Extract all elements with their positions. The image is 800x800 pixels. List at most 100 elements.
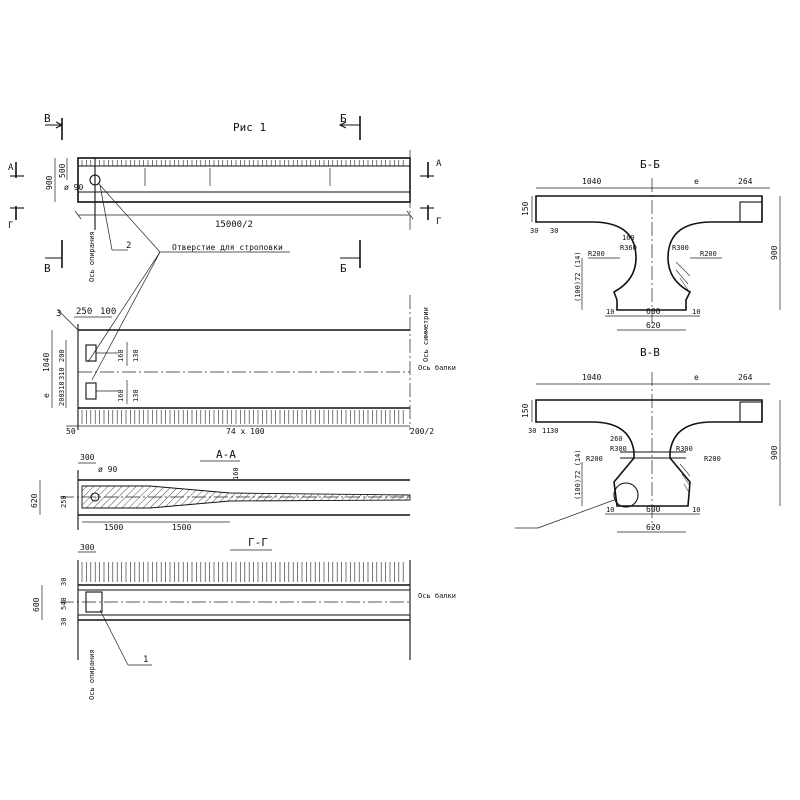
dim-e-bb: е xyxy=(694,177,699,186)
lifting-hole-note: Отверстие для строповки xyxy=(172,243,283,252)
flange-tip-bb xyxy=(739,201,763,223)
r300a-vv: R300 xyxy=(610,445,627,453)
dim-600-gg: 600 xyxy=(32,597,41,612)
dim-30a-gg: 30 xyxy=(60,578,68,586)
cut-mark-g-left: Г xyxy=(8,206,24,231)
dim-stack-bb: (100)72 (14) xyxy=(574,251,582,302)
lifting-hole-aa xyxy=(90,492,100,502)
r200b-bb: R200 xyxy=(700,250,717,258)
cut-mark-g-right: Г xyxy=(420,205,441,227)
dim-10a-bb: 10 xyxy=(606,308,614,316)
dim-160-aa: 160 xyxy=(232,467,240,480)
dim-e-plan: е xyxy=(42,393,51,398)
dim-1040-plan: 1040 xyxy=(42,353,51,372)
section-gg-label: Г-Г xyxy=(248,536,268,549)
dim-100-plan: 100 xyxy=(100,307,116,317)
cut-label-v-bottom: В xyxy=(44,262,51,275)
tapered-hatched-zone xyxy=(81,485,411,509)
cut-mark-a-right: А xyxy=(420,159,442,178)
section-vv-label: В-В xyxy=(640,346,660,359)
dim-900-elevation: 900 xyxy=(45,175,54,190)
dim-600-vv: 600 xyxy=(646,505,661,514)
dim-200b-plan: 200 xyxy=(58,393,66,406)
dim-1500a-aa: 1500 xyxy=(104,523,123,532)
dim-50-plan: 50 xyxy=(66,427,76,436)
dim-130a-plan: 130 xyxy=(132,349,140,362)
dim-half-length: 15000/2 xyxy=(215,220,253,230)
dim-300-gg: 300 xyxy=(80,543,95,552)
dim-10b-bb: 10 xyxy=(692,308,700,316)
stirrup-ticks-plan xyxy=(81,410,404,424)
dim-150-vv: 150 xyxy=(521,403,530,418)
plan-view: 3 250 100 1040 200 310 310 200 е 160 130… xyxy=(42,295,456,436)
cut-mark-a-left: А xyxy=(8,162,24,178)
section-gg: Г-Г 300 30 600 540 30 Ось балки Ось опир… xyxy=(32,536,456,700)
flange-tip-vv xyxy=(739,401,763,423)
dim-10b-vv: 10 xyxy=(692,506,700,514)
leader-2: 2 xyxy=(126,241,131,251)
dim-1040-bb: 1040 xyxy=(582,177,601,186)
cut-mark-b-top: Б xyxy=(338,112,361,140)
dim-620-aa: 620 xyxy=(30,493,39,508)
section-bb-label: Б-Б xyxy=(640,158,660,171)
section-aa-label: А-А xyxy=(216,448,236,461)
dim-30b-vv: 30 xyxy=(550,427,558,435)
elevation-view: 15000/2 900 500 ø 90 Ось опирания 2 Отве… xyxy=(45,150,414,381)
dim-200a-plan: 200 xyxy=(58,349,66,362)
dim-500-elevation: 500 xyxy=(58,163,67,178)
dim-160b-plan: 160 xyxy=(117,389,125,402)
tee-outline-vv xyxy=(535,399,763,507)
dim-264-vv: 264 xyxy=(738,373,753,382)
leader-3: 3 xyxy=(56,309,61,319)
dim-1500b-aa: 1500 xyxy=(172,523,191,532)
cut-label-b-bottom: Б xyxy=(340,262,347,275)
dim-310b-plan: 310 xyxy=(58,381,66,394)
cut-label-a-left: А xyxy=(8,163,14,173)
r200b-vv: R200 xyxy=(704,455,721,463)
cut-mark-b-bottom: Б xyxy=(340,240,361,275)
leader-1: 1 xyxy=(143,655,148,665)
beam-axis-label-gg: Ось балки xyxy=(418,592,456,600)
stirrup-ticks-elevation xyxy=(81,160,404,166)
detail-circle-vv xyxy=(613,482,639,508)
cut-label-g-left: Г xyxy=(8,221,13,231)
dim-130b-plan: 130 xyxy=(132,389,140,402)
dim-11-vv: 11 xyxy=(542,427,550,435)
support-axis-gg: Ось опирания xyxy=(88,649,96,700)
dim-250-plan: 250 xyxy=(76,307,92,317)
dim-300-aa: 300 xyxy=(80,453,95,462)
r360-bb: R360 xyxy=(620,244,637,252)
r300b-vv: R300 xyxy=(676,445,693,453)
dim-250-aa: 250 xyxy=(60,495,68,508)
lifting-hole-elevation xyxy=(89,174,101,186)
dim-spacing-plan: 74 х 100 xyxy=(226,427,265,436)
tee-outline-bb xyxy=(535,195,763,311)
stirrup-ticks-gg xyxy=(81,562,404,582)
dim-d90-aa: ø 90 xyxy=(98,465,117,474)
dim-264-bb: 264 xyxy=(738,177,753,186)
section-bb: Б-Б 1040 е 264 150 30 30 160 R360 R300 R… xyxy=(521,158,781,331)
dim-900-vv: 900 xyxy=(770,445,779,460)
dim-150-bb: 150 xyxy=(521,201,530,216)
dim-10a-vv: 10 xyxy=(606,506,614,514)
cut-label-b-top: Б xyxy=(340,112,347,125)
cut-label-g-right: Г xyxy=(436,217,441,227)
dim-30b-gg: 30 xyxy=(60,618,68,626)
support-axis-elevation: Ось опирания xyxy=(88,231,96,282)
dim-310a-plan: 310 xyxy=(58,367,66,380)
r200a-bb: R200 xyxy=(588,250,605,258)
beam-axis-label-plan: Ось балки xyxy=(418,364,456,372)
dim-620-vv: 620 xyxy=(646,523,661,532)
dim-1040-vv: 1040 xyxy=(582,373,601,382)
section-vv: В-В 1040 е 264 150 30 11 30 260 R300 R30… xyxy=(515,346,781,533)
dim-620-bb: 620 xyxy=(646,321,661,330)
dim-stack-vv: (100)72 (14) xyxy=(574,449,582,500)
dim-600-bb: 600 xyxy=(646,307,661,316)
cut-mark-v-bottom: В xyxy=(44,240,63,275)
dim-30a-bb: 30 xyxy=(530,227,538,235)
cut-mark-v-top: В xyxy=(44,112,64,140)
dim-d90-elevation: ø 90 xyxy=(64,183,83,192)
figure-title: Рис 1 xyxy=(233,121,266,134)
symmetry-axis-label: Ось симметрии xyxy=(422,307,430,362)
